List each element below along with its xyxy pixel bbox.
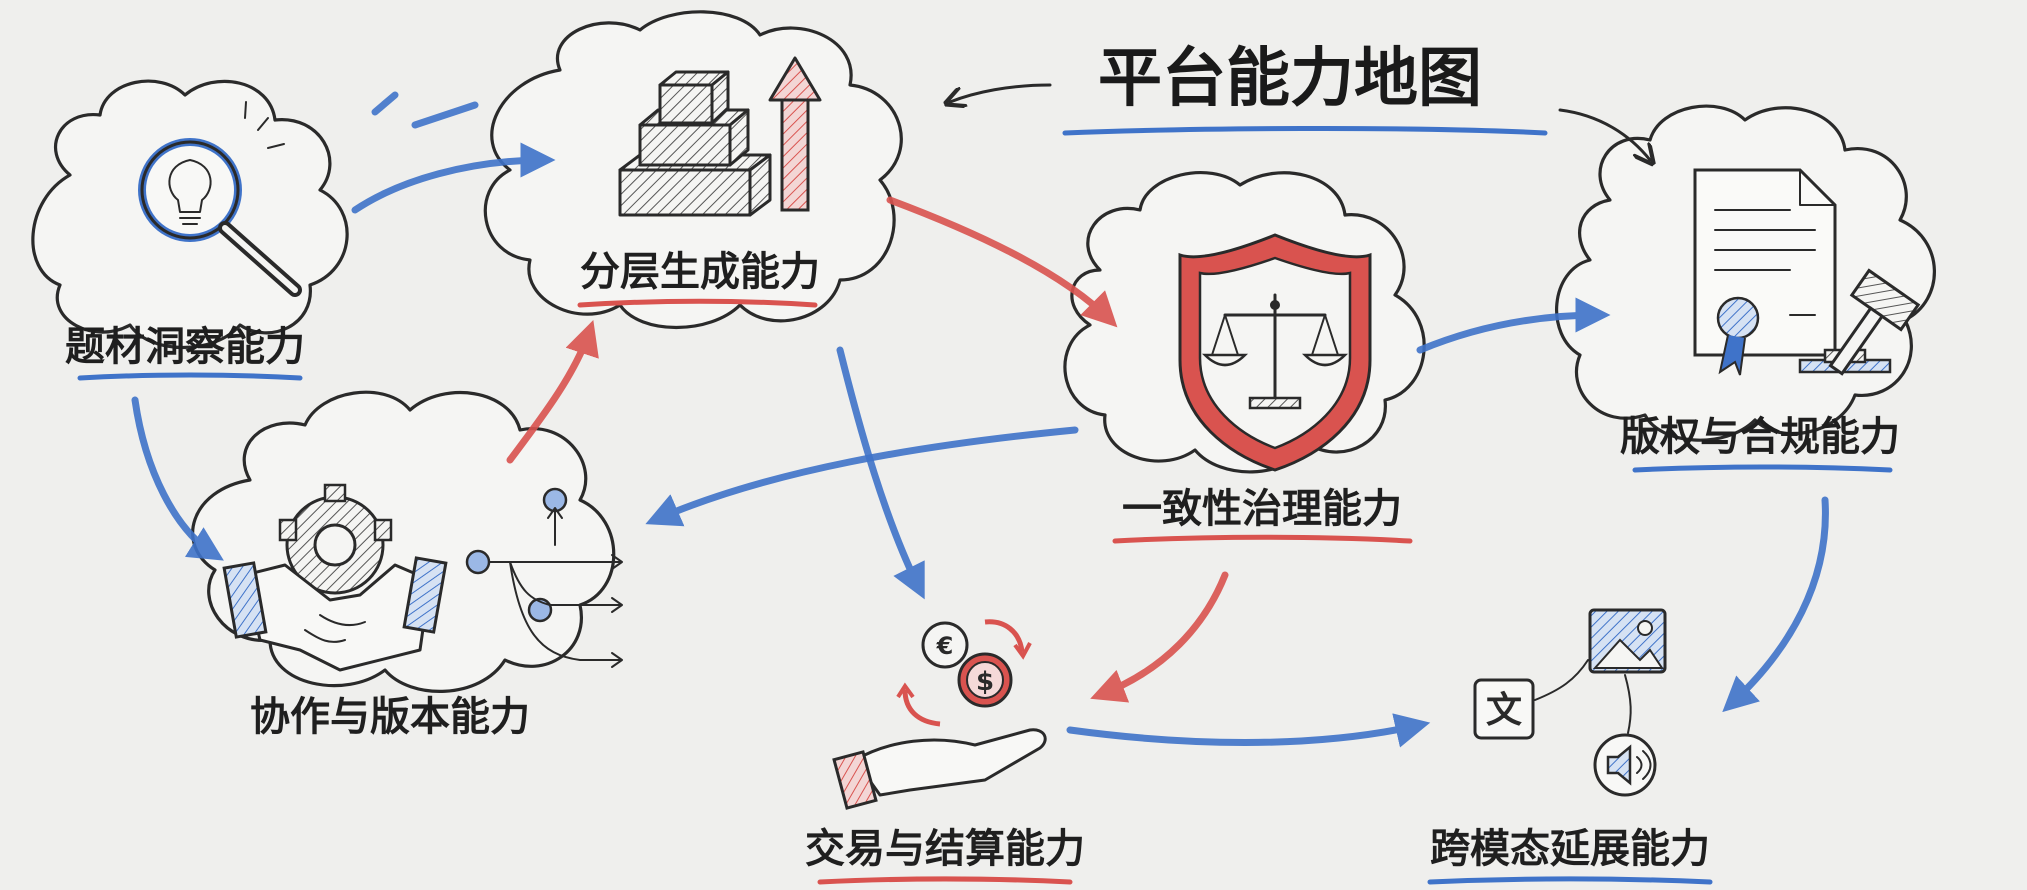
stacked-blocks-icon [618,70,772,217]
motion-stroke [371,91,399,116]
arrow-consistency-to-trading [1090,571,1229,703]
motion-stroke [411,101,479,129]
audio-icon [1593,733,1657,797]
magnifier-lightbulb-icon [138,101,302,297]
underline-topic-insight [77,372,303,381]
svg-text:文: 文 [1486,690,1522,731]
title-arrow-right [1558,108,1650,160]
label-layered-generation: 分层生成能力 [580,249,820,295]
underline-copyright-compliance [1632,464,1893,473]
label-topic-insight: 题材洞察能力 [65,324,305,370]
branching-flow-icon [465,487,623,668]
growth-arrow-icon [768,56,822,212]
crossmodal-link [1624,674,1632,734]
arrow-trading-to-crossmodal [1066,713,1431,748]
handshake-icon [222,556,448,672]
arrow-collaboration-to-layered [506,320,599,464]
document-gavel-icon [1693,168,1921,376]
underline-consistency-governance [1112,534,1413,544]
arrow-topic-to-collaboration [131,396,224,561]
arrow-layered-to-consistency [886,196,1118,328]
underline-cross-modal [1427,876,1713,885]
arrow-layered-to-trading [836,346,925,600]
title-underline [1062,125,1548,136]
gear-icon [278,483,393,595]
label-copyright-compliance: 版权与合规能力 [1620,414,1900,460]
svg-text:$: $ [976,667,994,697]
arrow-topic-to-layered [351,142,556,214]
label-collaboration-version: 协作与版本能力 [250,694,530,740]
underline-layered-generation [577,298,818,308]
arrow-consistency-to-copyright [1416,297,1611,354]
crossmodal-link [1534,659,1589,701]
title-arrow-left [950,83,1052,102]
image-icon [1588,608,1667,674]
text-glyph-icon: 文 [1473,678,1535,740]
label-cross-modal: 跨模态延展能力 [1430,826,1710,872]
shield-scales-icon [1178,233,1372,472]
coins-hand-icon: € $ [832,619,1047,810]
label-consistency-governance: 一致性治理能力 [1122,486,1402,532]
arrow-copyright-to-crossmodal [1722,496,1829,713]
svg-text:€: € [936,632,954,660]
page-title: 平台能力地图 [1098,42,1482,116]
label-trading-settlement: 交易与结算能力 [805,826,1085,872]
arrow-consistency-to-collaboration [645,426,1079,527]
underline-trading-settlement [817,876,1073,885]
